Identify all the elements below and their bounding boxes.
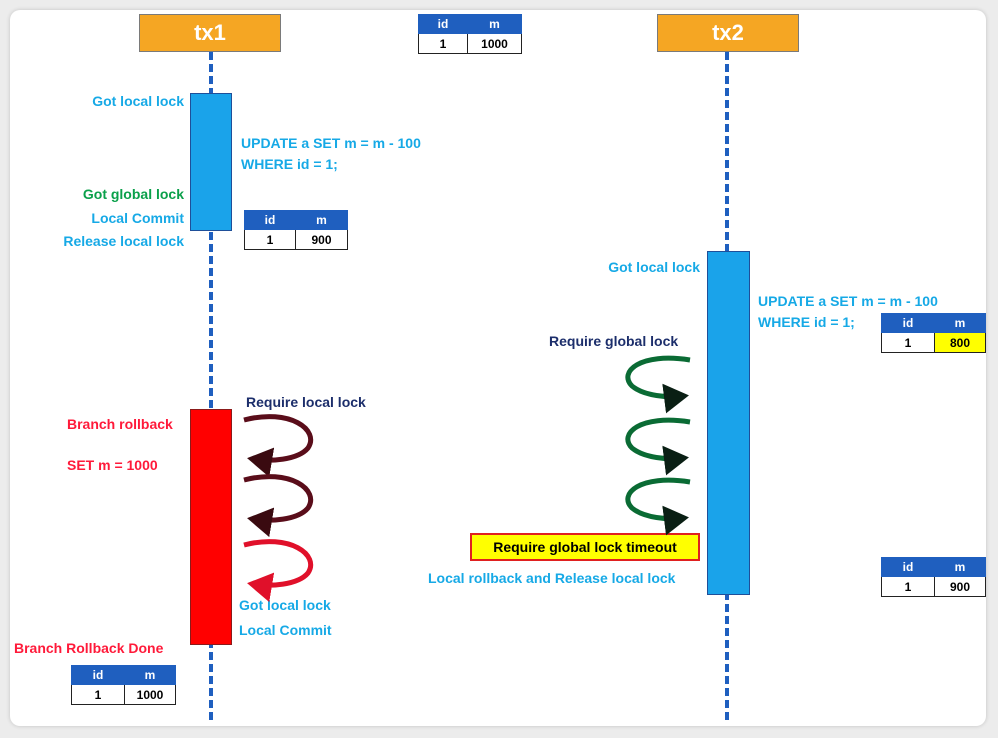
tx1-activation-bar — [190, 93, 232, 231]
tx1-branch-rollback-done: Branch Rollback Done — [14, 640, 164, 656]
tx2-sql-line1: UPDATE a SET m = m - 100 — [758, 293, 938, 309]
tx2-require-global-lock: Require global lock — [549, 333, 679, 349]
tx2-retry-arrow-3 — [625, 477, 691, 536]
diagram-card — [10, 10, 986, 726]
tx1-release-local-lock: Release local lock — [63, 233, 184, 249]
tx1-got-local-lock: Got local lock — [92, 93, 184, 109]
tx1-lifeline — [209, 52, 213, 720]
tx2-timeout-box: Require global lock timeout — [470, 533, 700, 561]
tx2-sql-line2: WHERE id = 1; — [758, 314, 855, 330]
tx2-header: tx2 — [657, 14, 799, 52]
tx1-retry-arrow-1 — [243, 414, 314, 478]
tx1-retry-arrow-3 — [243, 539, 314, 603]
tx1-sql-line1: UPDATE a SET m = m - 100 — [241, 135, 421, 151]
tx2-rollback-release: Local rollback and Release local lock — [428, 570, 676, 586]
tx1-got-global-lock: Got global lock — [82, 186, 184, 202]
tx1-require-local-lock: Require local lock — [246, 394, 366, 410]
tx2-activation-bar — [707, 251, 750, 595]
tx1-local-commit: Local Commit — [91, 210, 184, 226]
tx1-local-commit-2: Local Commit — [239, 622, 332, 638]
tx1-header: tx1 — [139, 14, 281, 52]
tx2-retry-arrow-1 — [625, 355, 691, 414]
tx1-rollback-bar — [190, 409, 232, 645]
tx1-branch-rollback: Branch rollback — [67, 416, 173, 432]
tx2-retry-arrow-2 — [625, 417, 691, 476]
tx2-got-local-lock: Got local lock — [608, 259, 700, 275]
tx1-retry-arrow-2 — [243, 474, 314, 538]
tx1-set-m: SET m = 1000 — [67, 457, 158, 473]
tx1-sql-line2: WHERE id = 1; — [241, 156, 338, 172]
